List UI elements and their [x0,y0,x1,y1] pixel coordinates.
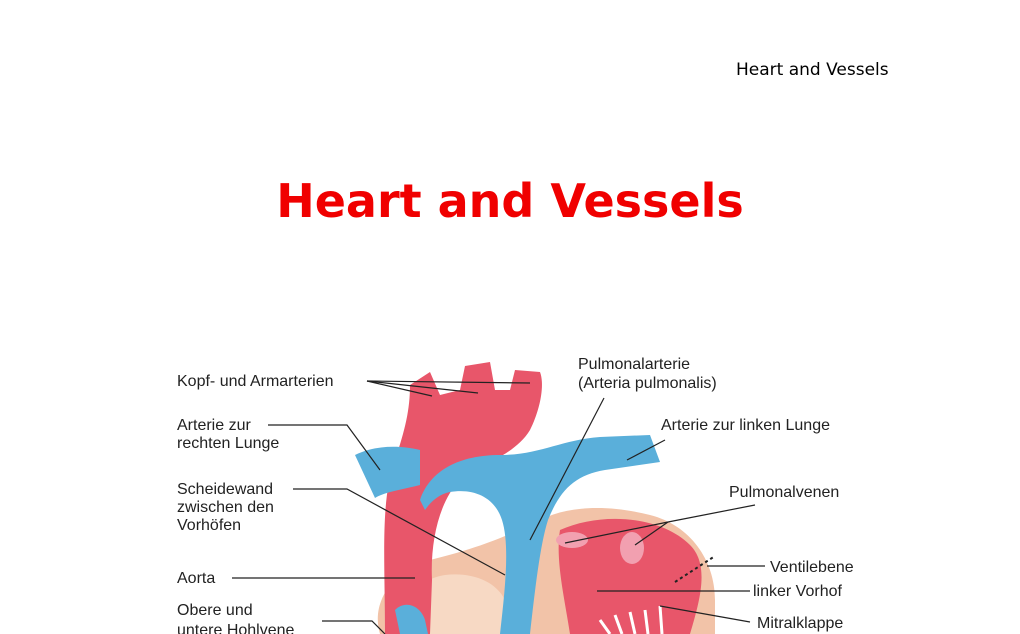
leader-line [634,521,669,546]
mitral-valve-shape [598,605,664,634]
header-title: Heart and Vessels [736,60,889,80]
leader-line [659,605,751,623]
leader-line [626,439,666,461]
leader-line [366,380,531,384]
label-arterie-rechte-lunge-2: rechten Lunge [177,435,279,452]
leader-line [366,380,479,394]
label-scheidewand-1: Scheidewand [177,481,273,498]
label-scheidewand-3: Vorhöfen [177,517,241,534]
left-atrium-shape [558,518,702,634]
label-linker-vorhof: linker Vorhof [753,583,842,600]
label-kopf-armarterien: Kopf- und Armarterien [177,373,334,390]
label-mitralklappe: Mitralklappe [757,615,843,632]
vena-cava-shape [395,604,428,634]
label-pulmonalvenen: Pulmonalvenen [729,484,839,501]
label-pulmonalarterie-2: (Arteria pulmonalis) [578,375,717,392]
label-arterie-rechte-lunge-1: Arterie zur [177,417,251,434]
leader-line [366,380,433,397]
leader-line [529,397,605,541]
label-hohlvene-1: Obere und [177,602,253,619]
aorta-shape [384,362,542,634]
pulmonary-vein-shape [556,532,588,548]
slide-title: Heart and Vessels [276,174,744,228]
label-pulmonalarterie-1: Pulmonalarterie [578,356,690,373]
label-aorta: Aorta [177,570,215,587]
label-ventilebene: Ventilebene [770,559,854,576]
pulmonary-trunk-shape [420,435,660,634]
pulmonary-vein-shape [620,532,644,564]
label-scheidewand-2: zwischen den [177,499,274,516]
valve-plane-line [674,555,716,583]
leader-line [322,620,386,634]
label-hohlvene-2: untere Hohlvene [177,622,295,634]
leader-line [268,424,381,471]
label-arterie-linke-lunge: Arterie zur linken Lunge [661,417,830,434]
right-pulmonary-artery-shape [355,446,420,498]
leader-line [293,488,506,576]
